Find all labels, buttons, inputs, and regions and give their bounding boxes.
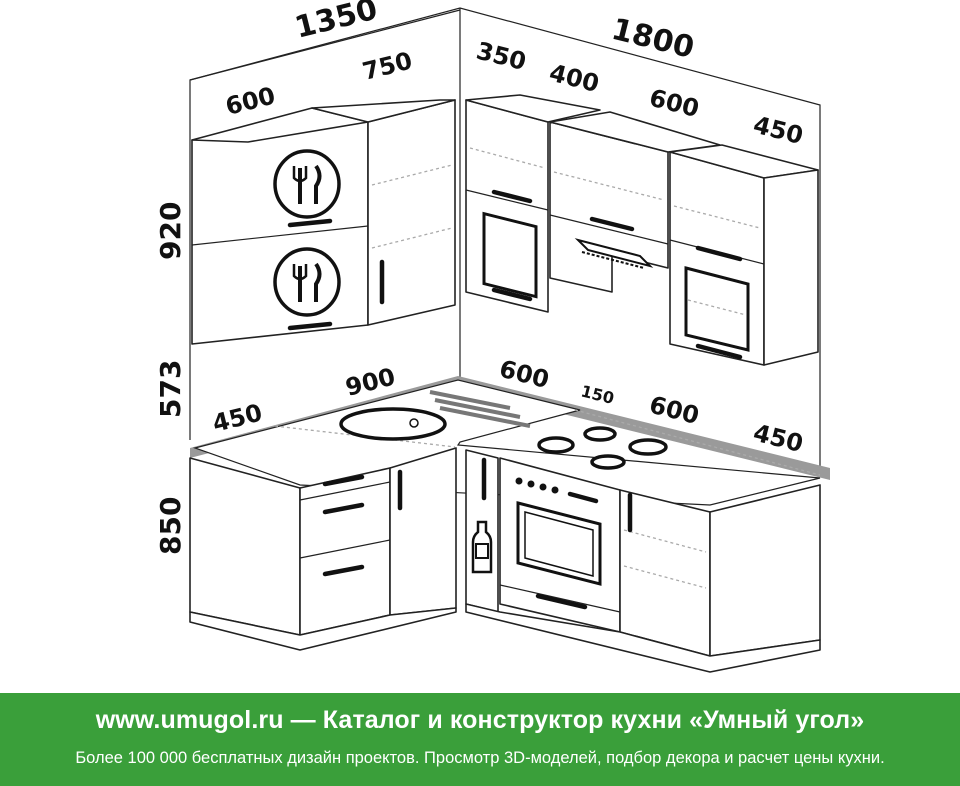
dim-left-wall-total: 1350 xyxy=(291,0,380,46)
dim-upper-right-350: 350 xyxy=(474,37,529,76)
dim-height-base: 850 xyxy=(154,497,187,555)
dim-right-wall-total: 1800 xyxy=(608,12,697,66)
kitchen-drawing: 1350 1800 600 750 350 400 600 450 920 57… xyxy=(154,0,830,673)
dim-upper-left-600: 600 xyxy=(223,82,278,121)
dim-base-right-150: 150 xyxy=(579,381,616,408)
dim-height-gap: 573 xyxy=(154,360,187,418)
bottle-icon xyxy=(471,520,493,574)
base-cabinets-right xyxy=(465,449,821,673)
upper-cabinets-left xyxy=(191,99,456,345)
base-cabinets-left xyxy=(189,447,457,651)
countertop xyxy=(190,376,830,506)
dim-upper-left-750: 750 xyxy=(360,47,415,86)
dim-upper-right-450: 450 xyxy=(751,111,806,150)
dim-upper-right-600: 600 xyxy=(647,84,702,123)
sink xyxy=(339,390,531,441)
promo-banner: www.umugol.ru — Каталог и конструктор ку… xyxy=(0,693,960,786)
oven xyxy=(515,477,602,586)
dim-upper-right-400: 400 xyxy=(547,59,602,98)
upper-cabinets-right xyxy=(465,94,819,366)
banner-title[interactable]: www.umugol.ru — Каталог и конструктор ку… xyxy=(95,706,865,734)
walls xyxy=(189,7,821,470)
cutlery-icon xyxy=(273,247,341,317)
banner-subtitle: Более 100 000 бесплатных дизайн проектов… xyxy=(75,749,885,767)
dim-height-upper: 920 xyxy=(154,202,187,260)
cutlery-icon xyxy=(273,149,341,219)
cooktop xyxy=(537,426,668,470)
dim-base-right-600b: 600 xyxy=(647,391,702,430)
